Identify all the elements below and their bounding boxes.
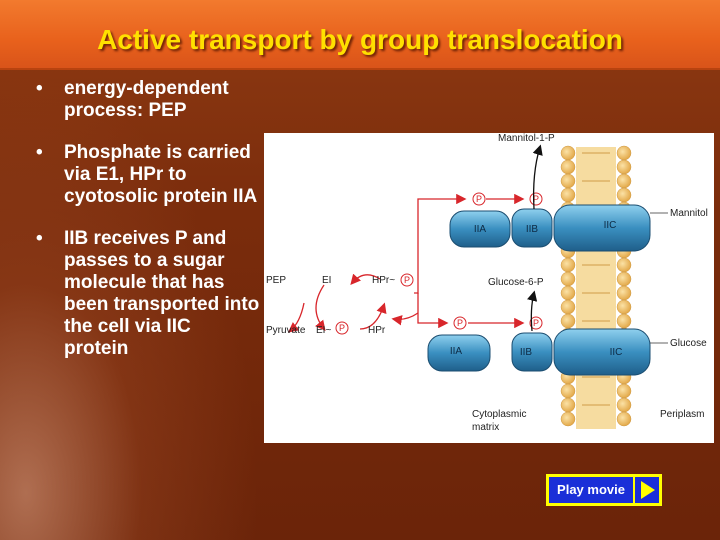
product-arrows: [527, 144, 543, 332]
bullet-item: Phosphate is carried via E1, HPr to cyot…: [30, 142, 260, 208]
slide-title: Active transport by group translocation: [97, 24, 623, 55]
iib-protein-top: [511, 208, 553, 248]
phosphate-label: P: [457, 318, 463, 328]
label-mannitol-phosphate: Mannitol-1-P: [498, 133, 555, 144]
phosphate-label: P: [476, 194, 482, 204]
label-iib-bottom: IIB: [520, 347, 533, 358]
glucose-transporter: IIA IIB IIC: [427, 328, 651, 376]
bullet-item: energy-dependent process: PEP: [30, 78, 260, 122]
label-iib-top: IIB: [526, 224, 539, 235]
iia-protein-bottom: [427, 334, 491, 372]
label-iia-top: IIA: [474, 224, 487, 235]
label-ei: EI: [322, 275, 331, 286]
phosphate-flow-arrows: [287, 193, 525, 333]
title-bar: Active transport by group translocation: [0, 0, 720, 70]
label-glucose: Glucose: [670, 338, 707, 349]
label-periplasm: Periplasm: [660, 409, 704, 420]
membrane: [560, 145, 632, 429]
label-mannitol: Mannitol: [670, 208, 708, 219]
pts-diagram-svg: IIA IIB IIC IIA IIB IIC P P P P P P: [266, 133, 708, 433]
play-icon: [635, 477, 659, 503]
iib-protein-bottom: [511, 332, 553, 372]
label-cytoplasmic: Cytoplasmic: [472, 409, 526, 420]
phosphate-label: P: [339, 323, 345, 333]
phosphate-label: P: [533, 318, 539, 328]
label-iic-bottom: IIC: [610, 347, 623, 358]
phosphate-label: P: [533, 194, 539, 204]
play-movie-button[interactable]: Play movie: [546, 474, 662, 506]
label-iia-bottom: IIA: [450, 346, 463, 357]
pts-diagram: IIA IIB IIC IIA IIB IIC P P P P P P: [264, 133, 714, 443]
iic-protein-bottom: [553, 328, 651, 376]
label-matrix: matrix: [472, 422, 499, 433]
label-hpr-phosphorylated: HPr~: [372, 275, 395, 286]
label-glucose-phosphate: Glucose-6-P: [488, 277, 544, 288]
bullet-item: IIB receives P and passes to a sugar mol…: [30, 228, 260, 360]
iic-protein-top: [553, 204, 651, 252]
label-pep: PEP: [266, 275, 286, 286]
iia-protein-top: [449, 210, 511, 248]
bullet-list: energy-dependent process: PEP Phosphate …: [30, 78, 260, 380]
label-hpr: HPr: [368, 325, 386, 336]
mannitol-transporter: IIA IIB IIC: [449, 204, 651, 252]
label-iic-top: IIC: [604, 220, 617, 231]
phosphate-label: P: [404, 275, 410, 285]
phosphate-markers: [335, 192, 543, 335]
label-ei-phosphorylated: EI~: [316, 325, 331, 336]
play-movie-label: Play movie: [549, 477, 633, 503]
label-pyruvate: Pyruvate: [266, 325, 306, 336]
